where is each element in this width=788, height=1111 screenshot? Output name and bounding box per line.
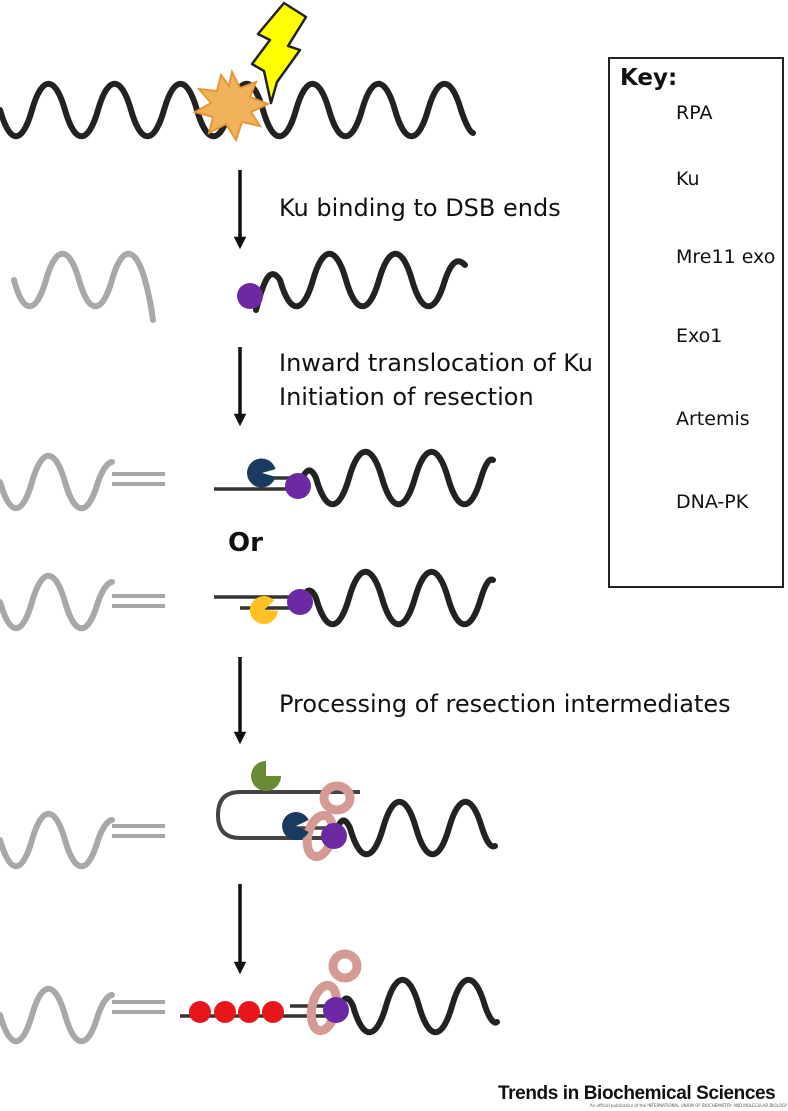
black-dna-fragment (253, 250, 468, 313)
dsb-burst-icon (192, 69, 271, 143)
key-label-mre11: Mre11 exo (676, 246, 776, 268)
key-legend: Key: RPA Ku Mre11 exo Exo1 Artemis DNA-P… (608, 57, 784, 588)
ku-circle (237, 283, 263, 309)
grey-dna-fragment (0, 572, 115, 632)
lightning-bolt-icon (250, 1, 308, 105)
rpa-chain (189, 1001, 284, 1023)
rpa-circle (238, 1001, 260, 1023)
step-processing: Processing of resection intermediates (279, 690, 731, 718)
journal-subtext: An official publication of the INTERNATI… (590, 1103, 788, 1108)
rpa-circle (262, 1001, 284, 1023)
rpa-circle (214, 1001, 236, 1023)
intact-dna-helix (0, 80, 476, 140)
black-dna-fragment (332, 798, 498, 858)
exo1-pacman-icon (249, 596, 278, 625)
grey-dna-fragment (11, 250, 156, 323)
grey-dna-fragment (0, 810, 115, 870)
grey-dna-fragment (0, 452, 115, 512)
key-label-artemis: Artemis (676, 408, 750, 430)
ku-circle (321, 823, 347, 849)
journal-title: Trends in Biochemical Sciences (498, 1083, 776, 1104)
mre11-pacman-icon (282, 811, 309, 841)
step-initiation-resection: Initiation of resection (279, 383, 534, 411)
key-label-exo1: Exo1 (676, 325, 723, 347)
black-dna-fragment (335, 976, 500, 1036)
step-ku-binding: Ku binding to DSB ends (279, 194, 561, 222)
grey-dna-fragment (0, 985, 115, 1045)
mre11-pacman-icon (247, 458, 276, 488)
hairpin-strand (215, 790, 360, 840)
ku-circle (323, 997, 349, 1023)
key-label-dna-pk: DNA-PK (676, 491, 749, 513)
rpa-circle (189, 1001, 211, 1023)
key-title: Key: (620, 65, 678, 91)
key-label-ku: Ku (676, 168, 700, 190)
ku-circle (287, 589, 313, 615)
or-label: Or (228, 528, 263, 558)
key-label-rpa: RPA (676, 102, 713, 124)
ku-circle (285, 473, 311, 499)
black-dna-fragment (297, 568, 496, 628)
black-dna-fragment (297, 448, 496, 508)
artemis-pacman-icon (251, 761, 281, 791)
step-inward-translocation: Inward translocation of Ku (279, 349, 594, 377)
